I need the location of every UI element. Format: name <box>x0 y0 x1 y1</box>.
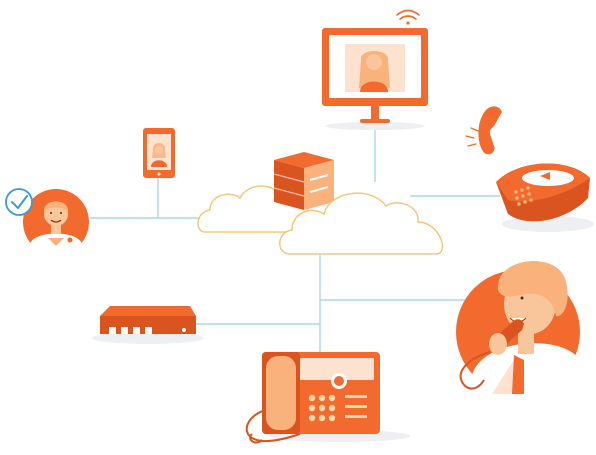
person-on-phone-icon <box>456 260 580 394</box>
cloud-outline-right <box>279 192 444 255</box>
ringing-handset-icon <box>465 106 502 155</box>
tablet-video-call-icon <box>143 128 175 178</box>
desktop-video-call-icon <box>322 28 428 130</box>
connector-lines <box>90 128 500 352</box>
check-icon <box>5 188 33 216</box>
verified-user-avatar-icon <box>5 188 89 257</box>
cloud-server-icon <box>197 152 444 255</box>
desk-phone-icon <box>245 352 410 444</box>
network-router-icon <box>92 306 204 344</box>
conference-phone-icon <box>496 163 594 232</box>
wifi-icon <box>396 9 420 25</box>
server-stack <box>273 152 334 210</box>
